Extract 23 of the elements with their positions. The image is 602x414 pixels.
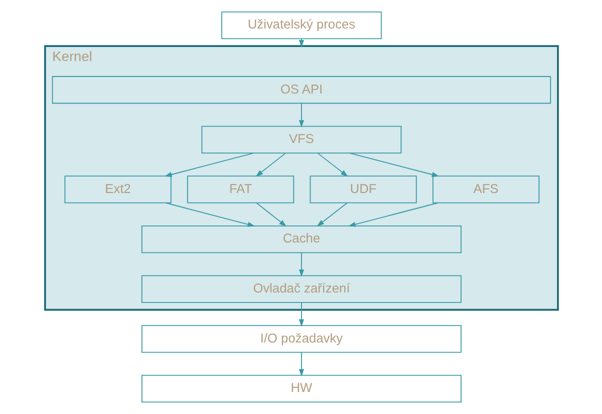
arrow (164, 152, 254, 178)
node-box: Ovladač zařízení (140, 275, 462, 303)
arrow (298, 252, 304, 277)
arrow (255, 152, 286, 177)
arrow (298, 302, 304, 327)
node-box: FAT (186, 176, 294, 204)
arrow (298, 102, 304, 128)
arrow (164, 202, 255, 227)
node-box: Cache (140, 225, 462, 254)
arrow (298, 352, 304, 376)
node-box: HW (140, 374, 462, 403)
node-box: Uživatelský proces (220, 11, 382, 40)
node-box: VFS (200, 126, 402, 154)
node-box: OS API (52, 76, 550, 104)
node-box: Ext2 (64, 176, 171, 204)
node-box: AFS (432, 176, 539, 204)
arrow (348, 202, 438, 227)
node-box: I/O požadavky (140, 325, 462, 353)
arrow (348, 152, 439, 178)
arrow (316, 152, 348, 177)
arrow (316, 202, 348, 227)
arrow (256, 202, 286, 227)
node-box: UDF (309, 176, 416, 204)
